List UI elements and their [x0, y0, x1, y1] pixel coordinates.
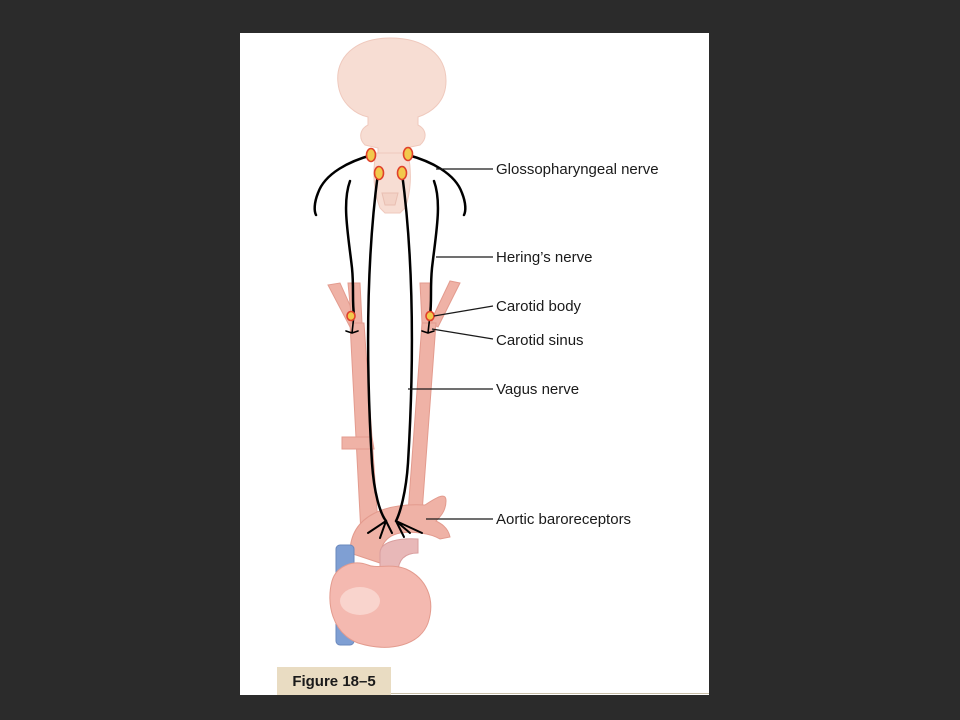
arteries — [327, 280, 461, 564]
label-aortic-baroreceptors: Aortic baroreceptors — [496, 511, 631, 528]
leader-lines — [408, 168, 494, 520]
glossopharyngeal-ganglion-right-upper — [402, 146, 414, 162]
vagus-ganglion-right-lower — [396, 165, 408, 181]
baroreceptor-diagram: Glossopharyngeal nerve Hering’s nerve Ca… — [313, 37, 659, 648]
figure-panel: Glossopharyngeal nerve Hering’s nerve Ca… — [240, 33, 709, 695]
vagus-nerve-right — [394, 171, 414, 523]
glossopharyngeal-ganglion-left-upper — [365, 147, 377, 163]
label-carotid-body: Carotid body — [496, 298, 582, 315]
glossopharyngeal-nerve-left — [313, 153, 374, 217]
nerves — [313, 153, 467, 539]
label-herings-nerve: Hering’s nerve — [496, 249, 592, 266]
heart-highlight — [340, 587, 380, 615]
caption-rule — [391, 693, 709, 694]
vagus-branches-left — [367, 520, 393, 539]
figure-caption-text: Figure 18–5 — [292, 672, 376, 690]
label-carotid-sinus: Carotid sinus — [496, 332, 584, 349]
heart-body — [329, 562, 432, 648]
right-external-carotid — [429, 280, 461, 328]
label-glossopharyngeal-nerve: Glossopharyngeal nerve — [496, 161, 659, 178]
herings-nerve-left — [344, 179, 356, 317]
brain — [337, 37, 447, 214]
figure-caption: Figure 18–5 — [277, 667, 391, 695]
leader-carotid-sinus — [431, 328, 494, 340]
receptors — [346, 146, 435, 322]
vagus-ganglion-left-lower — [373, 165, 385, 181]
leader-carotid-body — [433, 305, 494, 317]
left-subclavian — [341, 436, 375, 450]
heart — [329, 538, 432, 648]
label-vagus-nerve: Vagus nerve — [496, 381, 579, 398]
herings-nerve-right — [428, 179, 440, 317]
carotid-body-right — [425, 310, 435, 322]
glossopharyngeal-nerve-right — [406, 153, 467, 217]
vagus-nerve-left — [366, 171, 388, 523]
carotid-body-left — [346, 310, 356, 322]
vagus-branches-right — [395, 520, 423, 538]
brainstem-tip — [381, 192, 399, 206]
cerebrum — [337, 37, 447, 164]
